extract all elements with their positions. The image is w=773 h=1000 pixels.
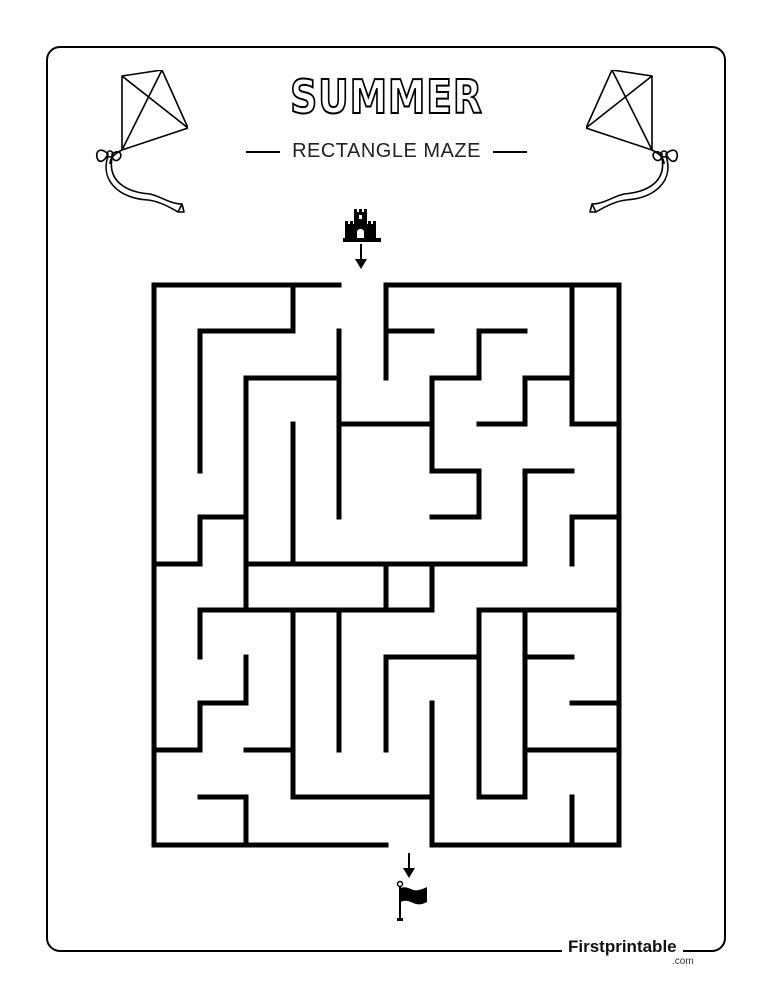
kite-icon-left (95, 70, 188, 213)
exit-arrow-icon (403, 853, 415, 878)
subtitle-row: RECTANGLE MAZE (0, 140, 773, 163)
brand-logo: Firstprintable .com (562, 937, 694, 967)
subtitle-rule-left (246, 150, 281, 153)
brand-domain: .com (672, 956, 694, 967)
page-title: SUMMER (289, 69, 483, 125)
entry-arrow-icon (355, 244, 367, 269)
kite-icon-right (586, 70, 679, 213)
brand-name: Firstprintable (568, 937, 677, 956)
page-subtitle: RECTANGLE MAZE (292, 140, 481, 162)
title-container: SUMMER (0, 69, 773, 125)
flag-icon (396, 880, 427, 921)
maze-walls (151, 282, 622, 848)
subtitle-rule-right (492, 150, 527, 153)
sandcastle-icon (343, 209, 381, 242)
page-border (46, 46, 726, 952)
